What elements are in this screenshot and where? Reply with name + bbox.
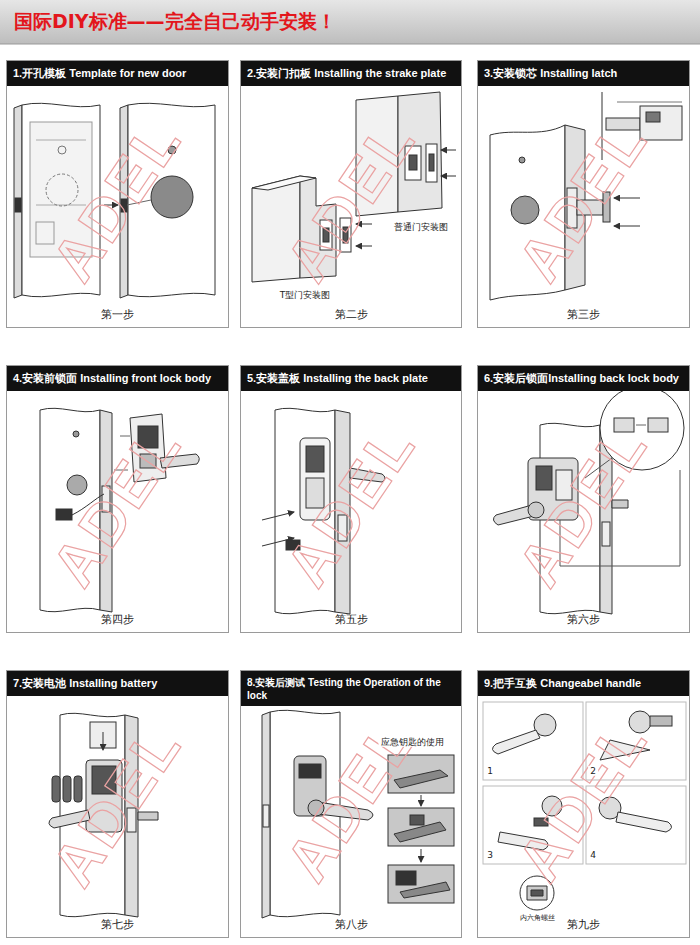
step-header: 6.安装后锁面Installing back lock body — [478, 366, 689, 391]
template-drawing-part — [36, 140, 86, 141]
step-caption: 第二步 — [241, 307, 461, 322]
step-header: 9.把手互换 Changeabel handle — [478, 671, 689, 696]
strike-plate-drawing-part — [429, 154, 434, 171]
page-title: 国际DIY标准——完全自己动手安装！ — [14, 9, 336, 35]
battery-drawing-part — [52, 776, 60, 802]
strike-plate-drawing-part — [441, 176, 456, 177]
back-lock-drawing — [493, 386, 684, 614]
latch-drawing-part — [519, 157, 525, 163]
back-plate-drawing-part — [306, 446, 324, 472]
handle-swap-drawing-part — [492, 730, 540, 754]
step-caption: 第四步 — [7, 612, 228, 627]
latch-drawing — [490, 92, 682, 300]
step-header: 3.安装锁芯 Installing latch — [478, 61, 689, 86]
note-label: 2 — [588, 766, 598, 776]
template-drawing-part — [15, 198, 21, 212]
back-plate-drawing-part — [262, 512, 294, 520]
front-lock-drawing-part — [73, 431, 79, 437]
handle-swap-drawing-part — [616, 812, 672, 832]
latch-drawing-part — [617, 102, 682, 103]
step-header: 4.安装前锁面 Installing front lock body — [7, 366, 228, 391]
step-header: 7.安装电池 Installing battery — [7, 671, 228, 696]
note-label: 内六角螺丝 — [518, 914, 557, 922]
step-caption: 第七步 — [7, 917, 228, 932]
note-label: 应急钥匙的使用 — [379, 737, 446, 747]
handle-swap-drawing — [483, 702, 686, 910]
note-label: 3 — [485, 850, 495, 860]
test-drawing-part — [396, 871, 416, 885]
handle-swap-drawing-part — [531, 890, 543, 896]
handle-swap-drawing-part — [650, 716, 672, 726]
step-caption: 第五步 — [241, 612, 461, 627]
step-header: 2.安装门扣板 Installing the strake plate — [241, 61, 461, 86]
title-bar-part — [0, 44, 700, 45]
back-lock-drawing-part — [636, 425, 646, 426]
template-drawing-part — [14, 105, 22, 298]
test-drawing-part — [262, 712, 270, 918]
test-drawing-part — [388, 865, 454, 903]
back-lock-drawing-part — [648, 418, 668, 432]
step-header: 1.开孔模板 Template for new door — [7, 61, 228, 86]
test-drawing-part — [410, 815, 424, 825]
test-drawing-part — [299, 764, 321, 778]
template-drawing — [14, 103, 215, 298]
step-caption: 第六步 — [478, 612, 689, 627]
step-caption: 第九步 — [478, 917, 689, 932]
test-drawing-part — [421, 795, 422, 806]
back-lock-drawing-part — [536, 466, 552, 490]
note-label: 4 — [588, 850, 598, 860]
note-label: 1 — [485, 766, 495, 776]
test-drawing-part — [388, 808, 454, 846]
title-bar — [0, 0, 700, 44]
template-drawing-part — [58, 146, 66, 154]
strike-plate-drawing-part — [426, 144, 437, 182]
strike-plate-drawing-part — [252, 176, 316, 190]
note-label: 普通门安装图 — [392, 222, 450, 232]
step-caption: 第一步 — [7, 307, 228, 322]
latch-drawing-part — [646, 112, 660, 122]
step-caption: 第三步 — [478, 307, 689, 322]
test-drawing-part — [421, 849, 422, 862]
step-header: 8.安装后测试 Testing the Operation of the loc… — [241, 671, 461, 706]
handle-swap-drawing-part — [527, 886, 547, 900]
note-label: T型门安装图 — [278, 290, 333, 300]
test-drawing-part — [263, 805, 269, 827]
step-caption: 第八步 — [241, 917, 461, 932]
battery-drawing-part — [103, 732, 104, 750]
strike-plate-drawing-part — [441, 150, 456, 151]
title-bar-part — [0, 0, 700, 44]
step-header: 5.安装盖板 Installing the back plate — [241, 366, 461, 391]
battery-drawing-part — [63, 776, 71, 802]
latch-drawing-part — [614, 226, 640, 227]
test-drawing-part — [400, 882, 450, 898]
